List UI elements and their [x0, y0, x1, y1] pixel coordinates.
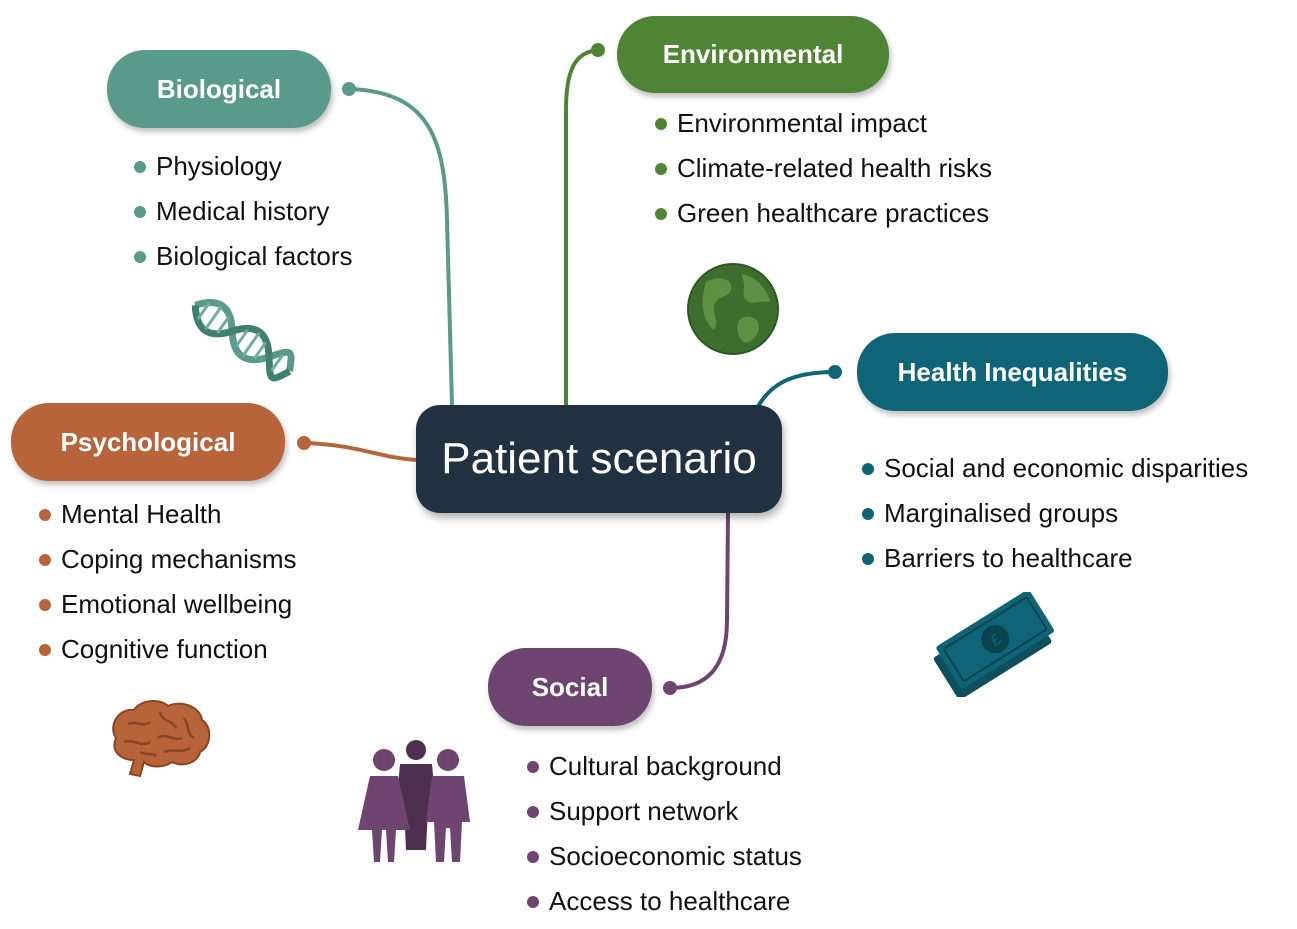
social-items: Cultural background Support network Soci…: [527, 749, 802, 929]
environmental-connector: [564, 48, 599, 405]
health-inequalities-category-pill: Health Inequalities: [857, 333, 1168, 411]
biological-connector: [349, 87, 454, 406]
list-item: Support network: [527, 794, 802, 839]
list-item: Cognitive function: [39, 632, 297, 677]
social-connector-node: [663, 681, 677, 695]
central-node-label: Patient scenario: [441, 434, 757, 483]
health-inequalities-items: Social and economic disparities Marginal…: [862, 451, 1248, 586]
money-icon: £: [933, 592, 1054, 697]
list-item: Mental Health: [39, 497, 297, 542]
biological-connector-node: [342, 82, 356, 96]
list-item: Socioeconomic status: [527, 839, 802, 884]
environmental-connector-node: [591, 43, 605, 57]
psychological-category-pill: Psychological: [11, 403, 285, 481]
list-item: Marginalised groups: [862, 496, 1248, 541]
dna-icon: [191, 299, 295, 382]
health-inequalities-connector: [755, 370, 836, 409]
people-icon: [358, 740, 470, 862]
biological-items: Physiology Medical history Biological fa…: [134, 149, 353, 284]
environmental-title: Environmental: [662, 39, 844, 69]
psychological-connector-node: [297, 436, 311, 450]
list-item: Medical history: [134, 194, 353, 239]
psychological-items: Mental Health Coping mechanisms Emotiona…: [39, 497, 297, 677]
health-inequalities-connector-node: [828, 365, 842, 379]
list-item: Environmental impact: [655, 106, 992, 151]
environmental-category-pill: Environmental: [617, 16, 889, 93]
list-item: Emotional wellbeing: [39, 587, 297, 632]
list-item: Cultural background: [527, 749, 802, 794]
health-inequalities-title: Health Inequalities: [897, 356, 1128, 387]
list-item: Physiology: [134, 149, 353, 194]
biological-title: Biological: [156, 73, 282, 104]
environmental-items: Environmental impact Climate-related hea…: [655, 106, 992, 241]
social-title: Social: [531, 671, 609, 702]
list-item: Biological factors: [134, 239, 353, 284]
psychological-title: Psychological: [60, 426, 236, 457]
psychological-connector: [304, 441, 418, 462]
central-node: Patient scenario: [416, 405, 782, 513]
globe-icon: [687, 263, 779, 355]
list-item: Access to healthcare: [527, 884, 802, 929]
list-item: Green healthcare practices: [655, 196, 992, 241]
brain-icon: [112, 700, 211, 778]
list-item: Coping mechanisms: [39, 542, 297, 587]
social-connector: [669, 512, 730, 690]
list-item: Climate-related health risks: [655, 151, 992, 196]
biological-category-pill: Biological: [107, 50, 331, 128]
list-item: Social and economic disparities: [862, 451, 1248, 496]
list-item: Barriers to healthcare: [862, 541, 1248, 586]
social-category-pill: Social: [488, 648, 652, 726]
